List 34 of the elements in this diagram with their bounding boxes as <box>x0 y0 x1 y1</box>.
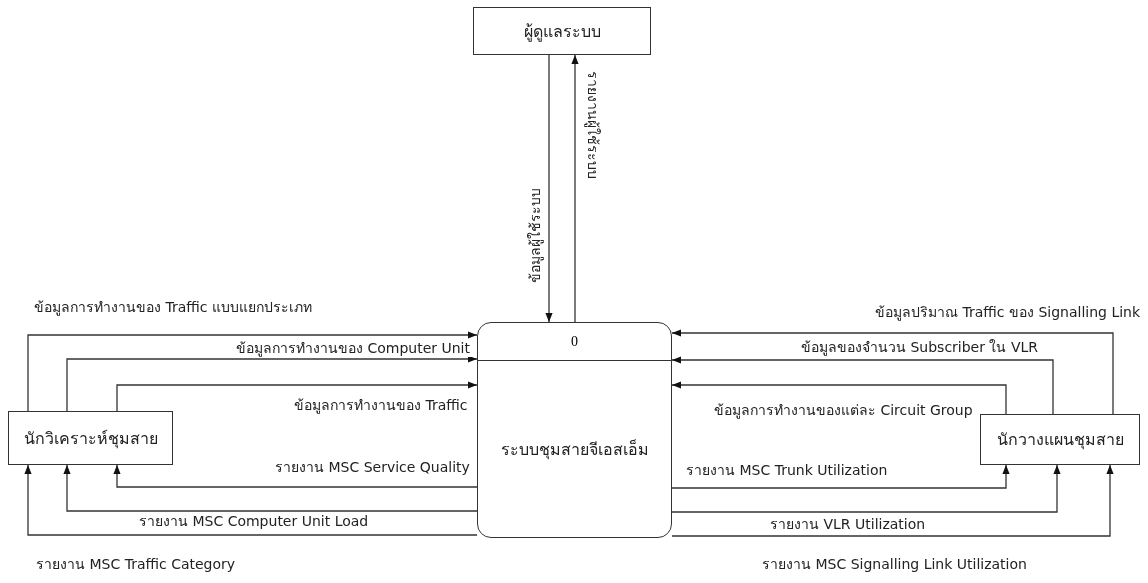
arrow <box>66 355 478 412</box>
arrow <box>671 381 1007 415</box>
entity-name: นักวางแผนชุมสาย <box>996 429 1124 452</box>
edge-label: รายงาน MSC Traffic Category <box>34 555 238 573</box>
external-entity-box <box>473 7 651 55</box>
arrow <box>671 464 1114 537</box>
arrow <box>671 356 1054 415</box>
edge-label: ข้อมูลปริมาณ Traffic ของ Signalling Link <box>873 303 1143 321</box>
arrow <box>671 329 1114 415</box>
arrow <box>571 54 579 323</box>
edge-label: ข้อมูลการทำงานของ Traffic <box>292 396 470 414</box>
arrow <box>27 331 478 412</box>
arrow <box>545 54 553 323</box>
arrow <box>113 464 478 488</box>
process-number: 0 <box>571 333 578 350</box>
edge-label: ข้อมูลการทำงานของ Computer Unit <box>234 339 472 357</box>
edge-label: ข้อมูลการทำงานของแต่ละ Circuit Group <box>712 401 975 419</box>
process-box <box>477 322 672 538</box>
entity-name: ผู้ดูแลระบบ <box>523 20 601 44</box>
edge-label: รายงาน MSC Signalling Link Utilization <box>760 555 1029 573</box>
process-name: ระบบชุมสายจีเอสเอ็ม <box>500 438 649 462</box>
edge-label: ข้อมูลของจำนวน Subscriber ใน VLR <box>799 338 1040 356</box>
entity-name: นักวิเคราะห์ชุมสาย <box>23 427 158 451</box>
edge-label: ข้อมูลผู้ใช้ระบบ <box>526 186 544 285</box>
edge-label: รายงานผู้ใช้ระบบ <box>584 70 602 181</box>
edge-label: ข้อมูลการทำงานของ Traffic แบบแยกประเภท <box>32 298 314 316</box>
edge-label: รายงาน MSC Service Quality <box>273 458 472 476</box>
arrow <box>63 464 478 512</box>
arrow <box>24 464 478 536</box>
arrow <box>116 381 478 412</box>
external-entity-box <box>980 414 1140 465</box>
arrow <box>671 464 1061 513</box>
external-entity-box <box>8 411 173 465</box>
arrow <box>671 464 1010 489</box>
